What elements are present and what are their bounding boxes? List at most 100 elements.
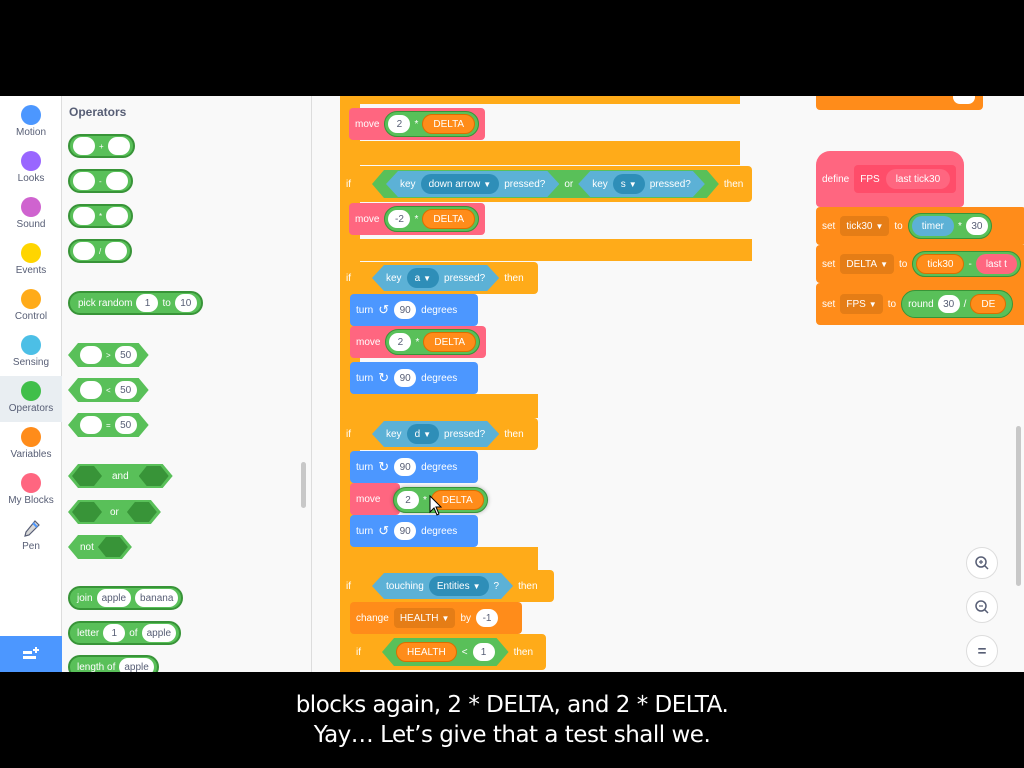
palette-block-add[interactable]: + xyxy=(68,134,135,158)
category-sound[interactable]: Sound xyxy=(0,192,62,238)
target-dropdown[interactable]: Entities▼ xyxy=(429,576,489,596)
category-bar: Motion Looks Sound Events Control Sensin… xyxy=(0,96,62,672)
category-pen[interactable]: Pen xyxy=(0,514,62,560)
zoom-in-icon xyxy=(975,556,989,570)
rotate-right-icon: ↻ xyxy=(378,370,390,385)
if-block-end xyxy=(340,394,538,418)
caret-down-icon: ▼ xyxy=(483,179,492,189)
mouse-cursor-icon xyxy=(429,494,443,516)
workspace-scrollbar[interactable] xyxy=(1016,426,1021,586)
palette-block-multiply[interactable]: * xyxy=(68,204,134,228)
caret-down-icon: ▼ xyxy=(628,179,637,189)
scratch-editor: Motion Looks Sound Events Control Sensin… xyxy=(0,96,1024,672)
move-block-3[interactable]: move 2*DELTA xyxy=(350,326,487,358)
category-variables[interactable]: Variables xyxy=(0,422,62,468)
palette-scrollbar[interactable] xyxy=(301,462,306,508)
caret-down-icon: ▼ xyxy=(441,613,450,623)
move-block-2[interactable]: move -2*DELTA xyxy=(349,203,486,235)
category-events[interactable]: Events xyxy=(0,238,62,284)
less-than-operator[interactable]: HEALTH<1 xyxy=(382,638,509,666)
zoom-out-button[interactable] xyxy=(966,591,998,623)
my-blocks-dot-icon xyxy=(21,473,41,493)
category-sensing[interactable]: Sensing xyxy=(0,330,62,376)
if-block-end xyxy=(340,547,538,571)
subtitle-line-1: blocks again, 2 * DELTA, and 2 * DELTA. xyxy=(295,692,729,718)
palette-block-not[interactable]: not xyxy=(68,535,132,559)
move-block-4[interactable]: move xyxy=(350,483,400,515)
change-health-block[interactable]: change HEALTH▼ by -1 xyxy=(350,602,522,634)
palette-block-equals[interactable]: =50 xyxy=(68,413,149,437)
define-fps-block[interactable]: define FPS last tick30 xyxy=(816,151,964,207)
rotate-left-icon: ↺ xyxy=(378,302,390,317)
if-block-end xyxy=(340,141,740,165)
palette-block-subtract[interactable]: - xyxy=(68,169,133,193)
key-dropdown[interactable]: a▼ xyxy=(407,268,439,288)
variable-dropdown[interactable]: HEALTH▼ xyxy=(393,608,456,628)
set-delta-block[interactable]: set DELTA▼ to tick30-last t xyxy=(816,245,1024,283)
dragged-multiply-operator[interactable]: 2*DELTA xyxy=(393,487,488,513)
key-dropdown[interactable]: s▼ xyxy=(613,174,645,194)
partial-block-top xyxy=(816,96,983,110)
palette-block-or[interactable]: or xyxy=(68,500,161,524)
looks-dot-icon xyxy=(21,151,41,171)
zoom-in-button[interactable] xyxy=(966,547,998,579)
set-tick30-block[interactable]: set tick30▼ to timer*30 xyxy=(816,207,1024,245)
zoom-reset-button[interactable]: = xyxy=(966,635,998,667)
multiply-operator[interactable]: -2*DELTA xyxy=(384,206,480,232)
key-dropdown[interactable]: down arrow▼ xyxy=(421,174,500,194)
category-my-blocks[interactable]: My Blocks xyxy=(0,468,62,514)
variable-dropdown[interactable]: DELTA▼ xyxy=(840,254,895,274)
sensing-dot-icon xyxy=(21,335,41,355)
rotate-left-icon: ↺ xyxy=(378,523,390,538)
caret-down-icon: ▼ xyxy=(423,429,432,439)
palette-block-and[interactable]: and xyxy=(68,464,173,488)
multiply-operator[interactable]: 2*DELTA xyxy=(384,111,480,137)
palette-block-greater-than[interactable]: >50 xyxy=(68,343,149,367)
palette-block-less-than[interactable]: <50 xyxy=(68,378,149,402)
category-control[interactable]: Control xyxy=(0,284,62,330)
category-motion[interactable]: Motion xyxy=(0,100,62,146)
caret-down-icon: ▼ xyxy=(880,259,889,269)
add-extension-button[interactable] xyxy=(0,636,62,672)
caret-down-icon: ▼ xyxy=(423,273,432,283)
palette-block-divide[interactable]: / xyxy=(68,239,133,263)
category-looks[interactable]: Looks xyxy=(0,146,62,192)
caret-down-icon: ▼ xyxy=(472,581,481,591)
control-dot-icon xyxy=(21,289,41,309)
variable-dropdown[interactable]: FPS▼ xyxy=(840,294,883,314)
multiply-operator[interactable]: 2*DELTA xyxy=(385,329,481,355)
operators-dot-icon xyxy=(21,381,41,401)
move-block-1[interactable]: move 2*DELTA xyxy=(349,108,486,140)
events-dot-icon xyxy=(21,243,41,263)
category-operators[interactable]: Operators xyxy=(0,376,62,422)
if-block-end xyxy=(340,239,752,261)
multiply-operator[interactable]: timer*30 xyxy=(907,213,992,239)
key-dropdown[interactable]: d▼ xyxy=(407,424,439,444)
variable-dropdown[interactable]: tick30▼ xyxy=(840,216,890,236)
caret-down-icon: ▼ xyxy=(868,299,877,309)
subtract-operator[interactable]: tick30-last t xyxy=(912,251,1021,277)
if-health-block[interactable]: if HEALTH<1 then xyxy=(350,634,546,670)
